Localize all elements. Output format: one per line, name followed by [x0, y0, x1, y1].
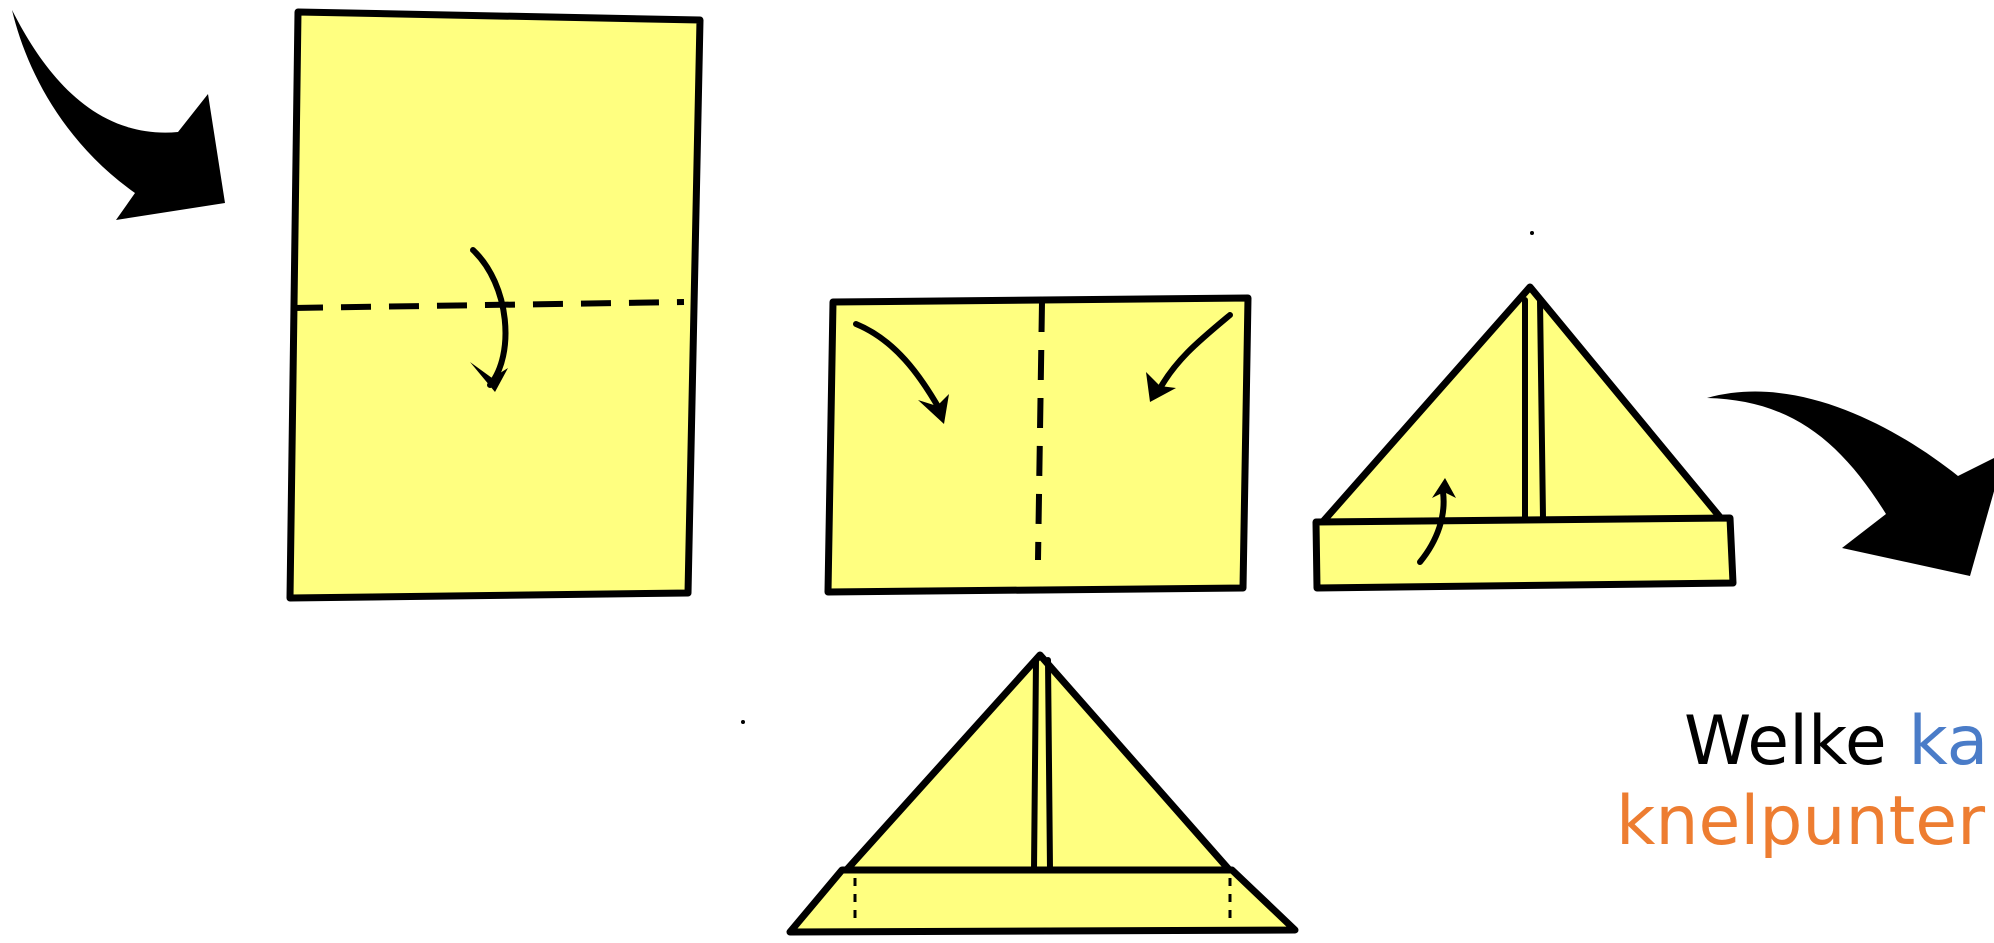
entry-arrow-icon [12, 10, 225, 220]
exit-arrow-icon [1707, 392, 1994, 576]
caption-word-ka: ka [1908, 702, 1988, 781]
caption-word-welke: Welke [1684, 702, 1908, 781]
step-3-hat [1316, 287, 1733, 588]
step-4-hat [790, 655, 1295, 932]
caption-line-1: Welke ka [1684, 708, 1988, 776]
speck [1530, 231, 1534, 235]
speck [741, 720, 745, 724]
caption-line-2: knelpunter [1616, 788, 1985, 856]
step-2-sheet [828, 298, 1248, 592]
step-1-sheet [290, 12, 700, 598]
